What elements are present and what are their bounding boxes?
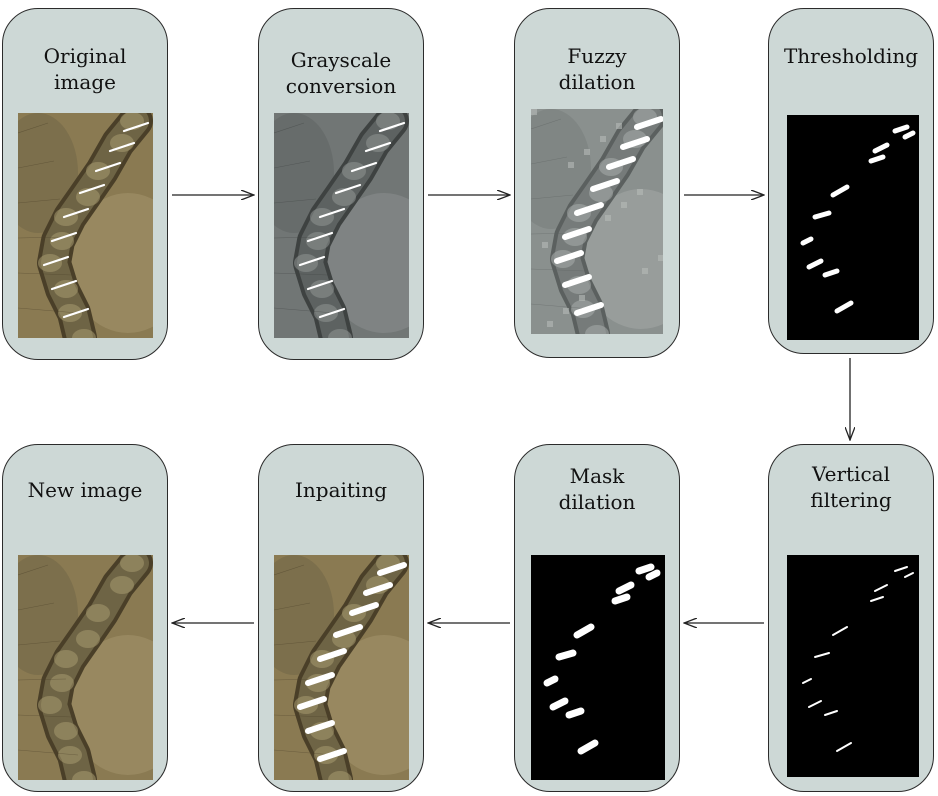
stage-title: Vertical filtering xyxy=(810,462,892,512)
stage-card-fuzzy: Fuzzy dilation xyxy=(514,8,680,358)
stage-title: Grayscale conversion xyxy=(285,48,397,98)
stage-image-original xyxy=(18,113,153,338)
stage-card-vertical: Vertical filtering xyxy=(768,444,934,792)
stage-card-threshold: Thresholding xyxy=(768,8,934,354)
stage-image-maskdil xyxy=(531,555,665,780)
stage-card-inpaint: Inpaiting xyxy=(258,444,424,792)
stage-image-inpaint xyxy=(274,555,409,780)
stage-image-grayscale xyxy=(274,113,409,338)
stage-card-original: Original image xyxy=(2,8,168,360)
stage-title: Thresholding xyxy=(783,44,919,68)
stage-title: New image xyxy=(27,478,143,502)
stage-card-grayscale: Grayscale conversion xyxy=(258,8,424,360)
stage-card-newimg: New image xyxy=(2,444,168,792)
stage-image-vertical xyxy=(787,555,919,777)
stage-title: Inpaiting xyxy=(294,478,388,502)
stage-card-maskdil: Mask dilation xyxy=(514,444,680,792)
stage-image-fuzzy xyxy=(531,109,663,334)
stage-title: Original image xyxy=(43,44,127,94)
stage-image-newimg xyxy=(18,555,153,780)
stage-title: Fuzzy dilation xyxy=(558,44,636,94)
stage-image-threshold xyxy=(787,115,919,340)
stage-title: Mask dilation xyxy=(558,464,636,514)
